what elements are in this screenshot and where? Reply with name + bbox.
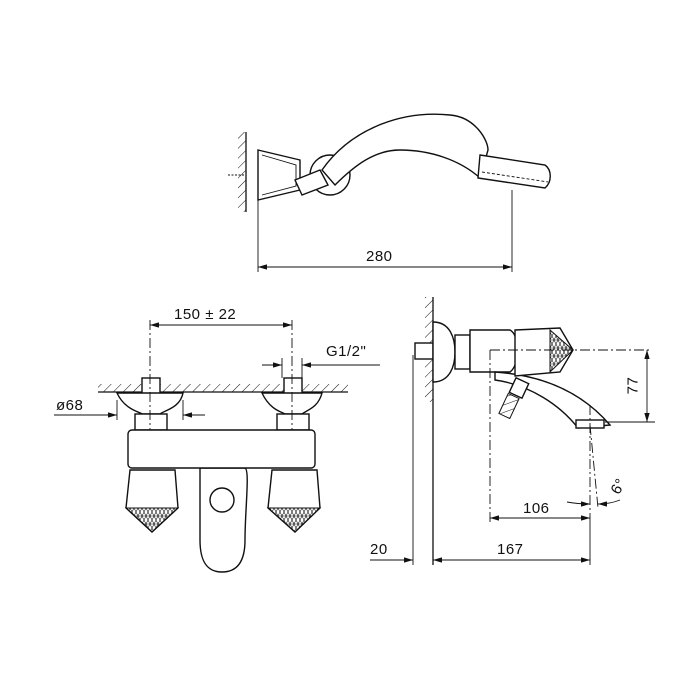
dimension-106: 106 bbox=[523, 500, 550, 517]
side-view bbox=[370, 297, 655, 565]
dimension-flange-diameter: ø68 bbox=[56, 397, 84, 414]
dimension-inlet-spacing: 150 ± 22 bbox=[174, 306, 237, 323]
dimension-77: 77 bbox=[624, 376, 642, 395]
front-view bbox=[54, 320, 380, 573]
dimension-280: 280 bbox=[366, 248, 393, 265]
dimension-20: 20 bbox=[370, 541, 388, 558]
dimension-thread: G1/2" bbox=[326, 343, 367, 360]
hand-shower-view bbox=[228, 113, 551, 272]
dimension-167: 167 bbox=[497, 541, 524, 558]
